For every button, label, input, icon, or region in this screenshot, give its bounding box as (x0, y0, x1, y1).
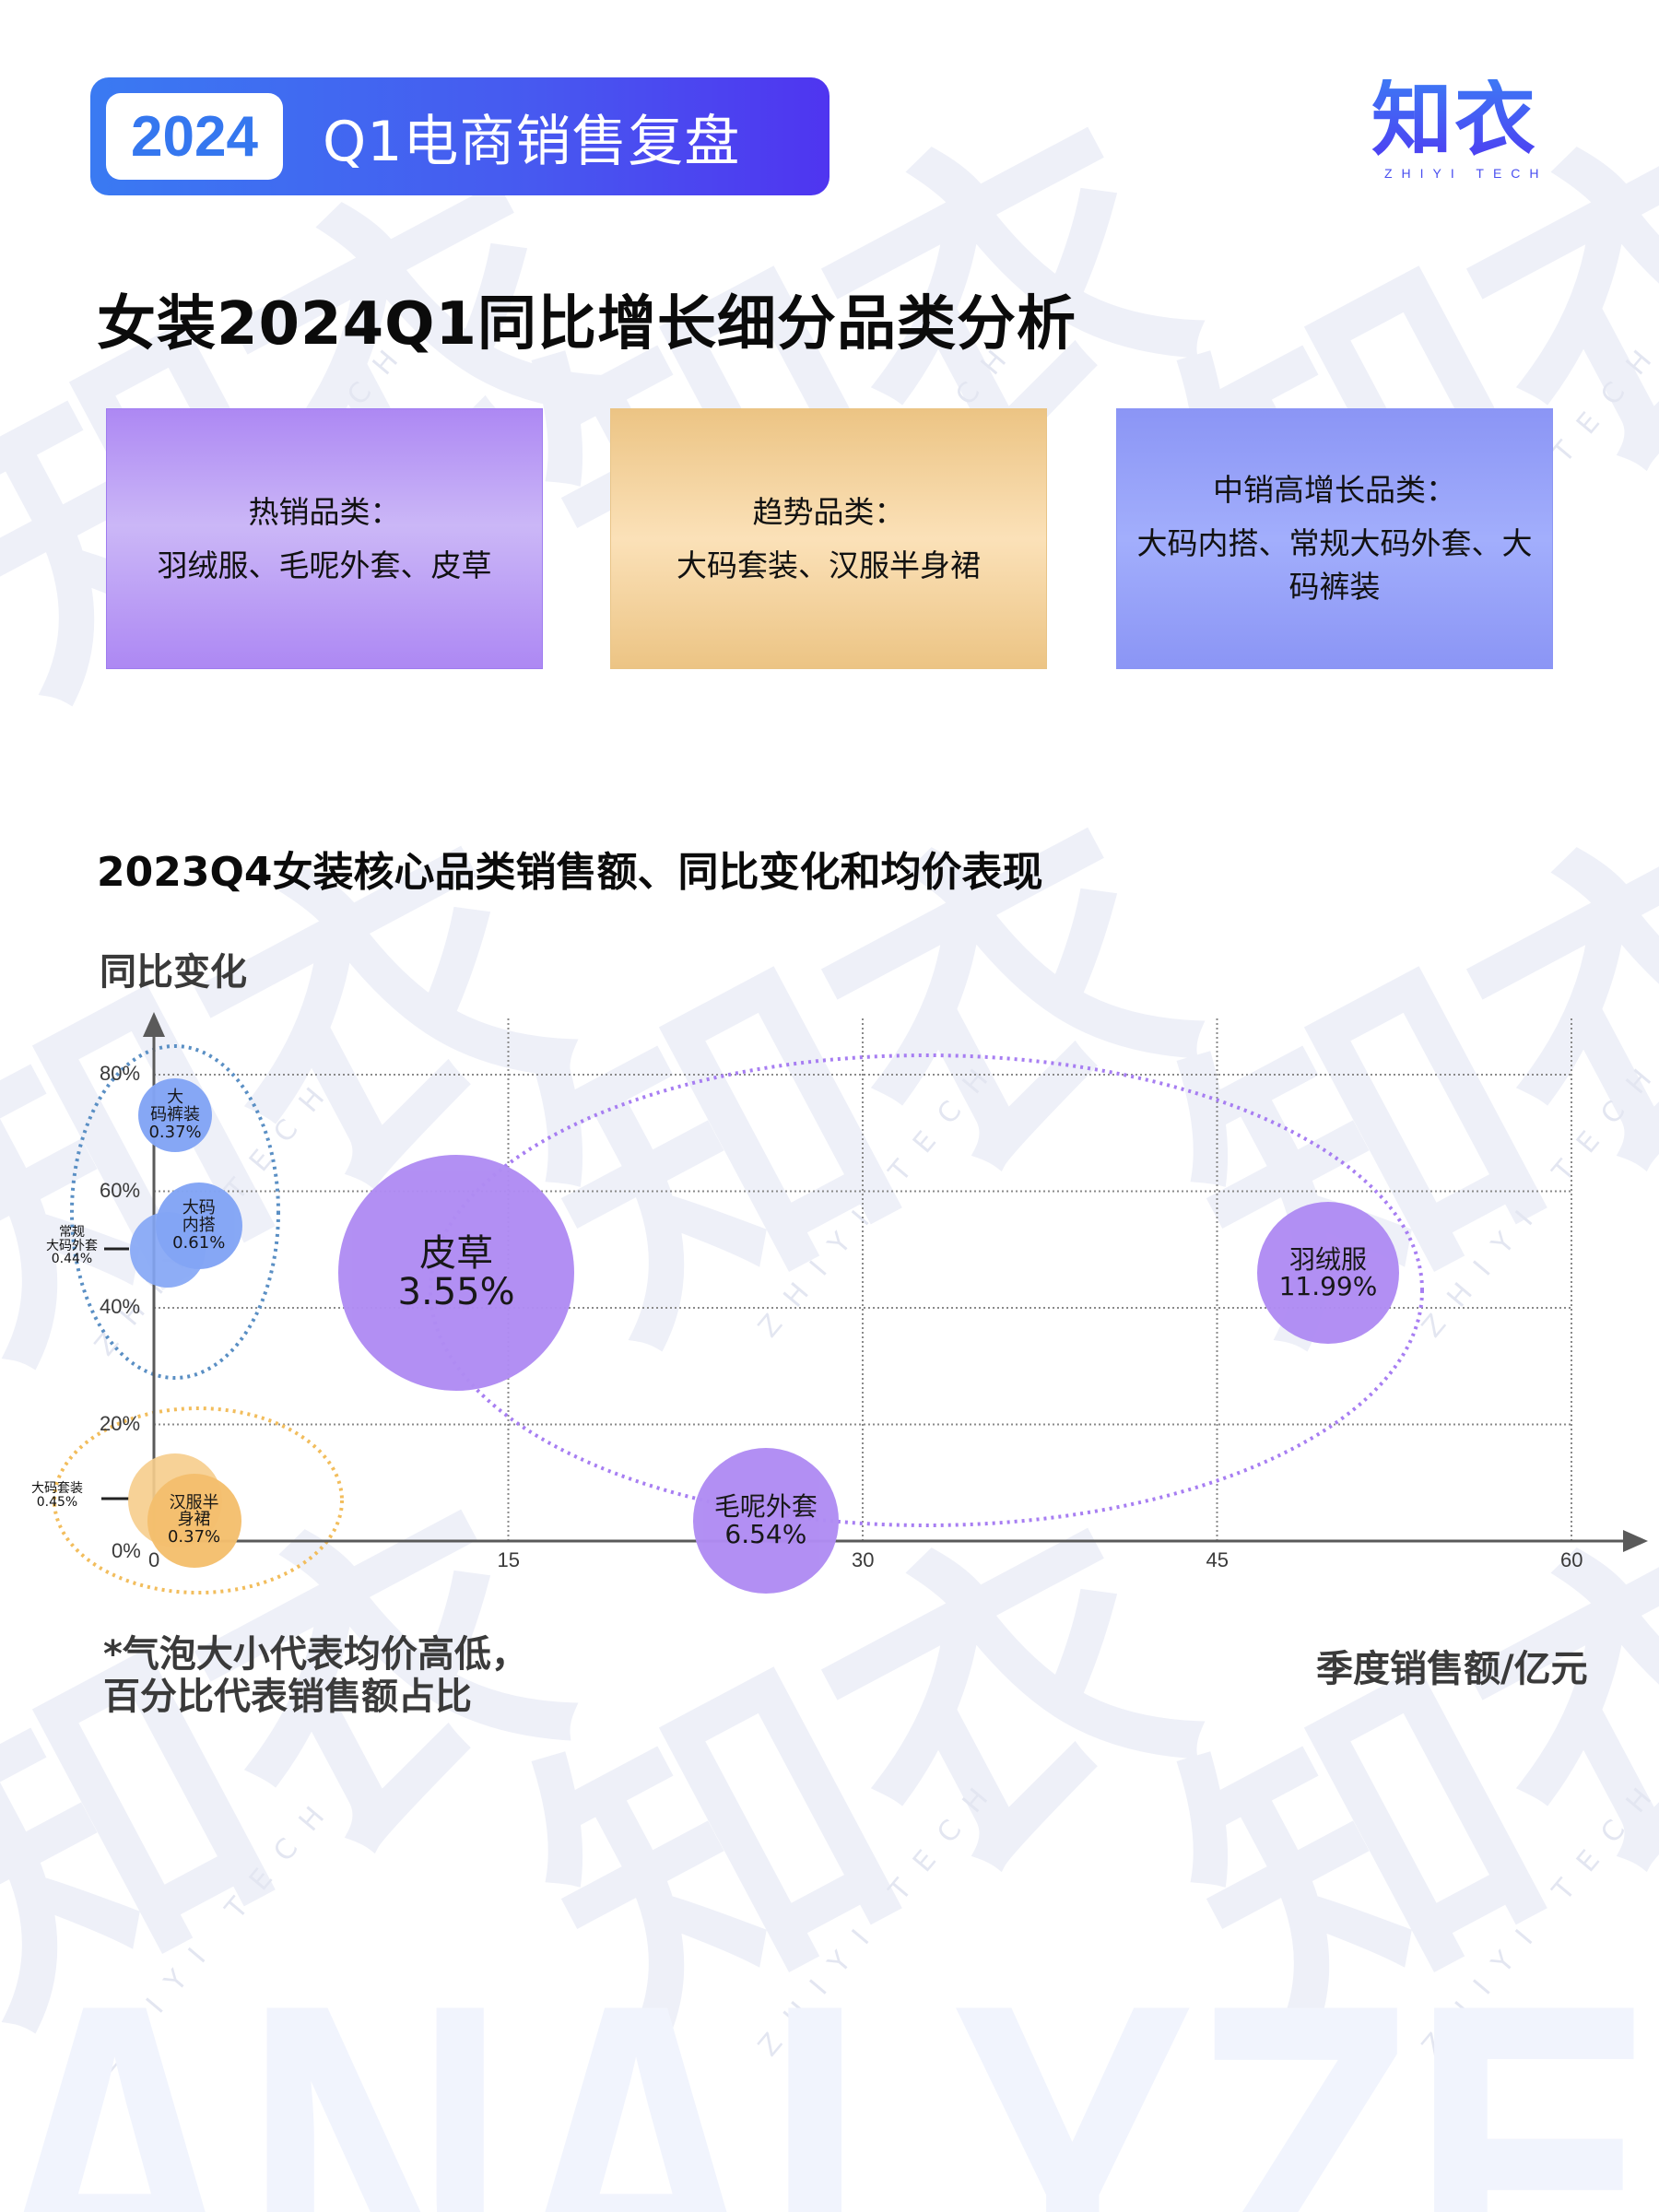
y-tick-label: 20% (100, 1411, 141, 1435)
footnote-line-1: *气泡大小代表均价高低， (103, 1633, 528, 1676)
category-card-growth: 中销高增长品类： 大码内搭、常规大码外套、大码裤装 (1116, 408, 1553, 669)
chart-footnote: *气泡大小代表均价高低， 百分比代表销售额占比 (103, 1633, 528, 1718)
bubble-share: 11.99% (1278, 1271, 1378, 1302)
bubble-label: 皮草 (419, 1232, 494, 1276)
bubble-label: 汉服半 身裙 (169, 1492, 219, 1530)
header-banner: 2024 Q1电商销售复盘 (90, 77, 830, 195)
bubble-label: 羽绒服 (1288, 1243, 1367, 1275)
card-body: 羽绒服、毛呢外套、皮草 (157, 547, 492, 583)
y-axis-title: 同比变化 (100, 951, 247, 994)
logo-mark: 知衣 (1371, 79, 1556, 160)
bubble-share: 0.37% (148, 1122, 202, 1142)
bubble-share: 0.61% (172, 1232, 226, 1253)
watermark-tech: ZHIYI TECH (88, 1785, 345, 2081)
x-tick-label: 15 (497, 1548, 520, 1571)
page-title: 女装2024Q1同比增长细分品类分析 (97, 290, 1077, 359)
logo-subtitle: ZHIYI TECH (1384, 166, 1548, 181)
y-tick-label: 80% (100, 1062, 141, 1085)
bubble-callout-常规大码外套: 常规 大码外套 0.44% (46, 1225, 98, 1267)
card-heading: 中销高增长品类： (1213, 471, 1456, 508)
bubble-share: 3.55% (397, 1271, 515, 1314)
group-outline (53, 1406, 344, 1594)
watermark-tech: ZHIYI TECH (1416, 1767, 1659, 2063)
watermark-tech: ZHIYI TECH (752, 1767, 1008, 2063)
x-tick-label: 30 (852, 1548, 875, 1571)
group-outline (70, 1044, 280, 1380)
category-card-trend: 趋势品类： 大码套装、汉服半身裙 (610, 408, 1047, 669)
y-tick-label: 40% (100, 1295, 141, 1318)
chart-title: 2023Q4女装核心品类销售额、同比变化和均价表现 (97, 849, 1043, 896)
y-tick-label: 0% (112, 1539, 141, 1562)
y-tick-label: 60% (100, 1178, 141, 1202)
card-body: 大码内搭、常规大码外套、大码裤装 (1136, 524, 1533, 606)
bubble-label: 大码 内搭 (182, 1198, 216, 1235)
x-axis-title: 季度销售额/亿元 (1316, 1648, 1588, 1690)
card-heading: 热销品类： (248, 493, 401, 530)
bubble-label: 毛呢外套 (713, 1491, 818, 1523)
chart-axes (53, 1012, 1648, 1594)
bubble-label: 大 码裤装 (150, 1087, 201, 1124)
footnote-line-2: 百分比代表销售额占比 (103, 1676, 472, 1718)
year-badge: 2024 (106, 93, 283, 180)
bubble-callout-大码套装: 大码套装 0.45% (31, 1481, 83, 1510)
card-body: 大码套装、汉服半身裙 (677, 547, 981, 583)
bubble-share: 6.54% (724, 1518, 807, 1549)
x-tick-label: 45 (1206, 1548, 1229, 1571)
x-tick-label: 60 (1560, 1548, 1583, 1571)
category-card-hot: 热销品类： 羽绒服、毛呢外套、皮草 (106, 408, 543, 669)
group-outline (429, 1053, 1424, 1527)
x-tick-label: 0 (148, 1548, 160, 1571)
brand-logo: 知衣 ZHIYI TECH (1371, 79, 1556, 182)
bubble-share: 0.37% (167, 1527, 221, 1547)
watermark-analyze-text: ANALYZE (0, 1908, 1655, 2212)
banner-title: Q1电商销售复盘 (323, 109, 741, 174)
card-heading: 趋势品类： (752, 493, 905, 530)
